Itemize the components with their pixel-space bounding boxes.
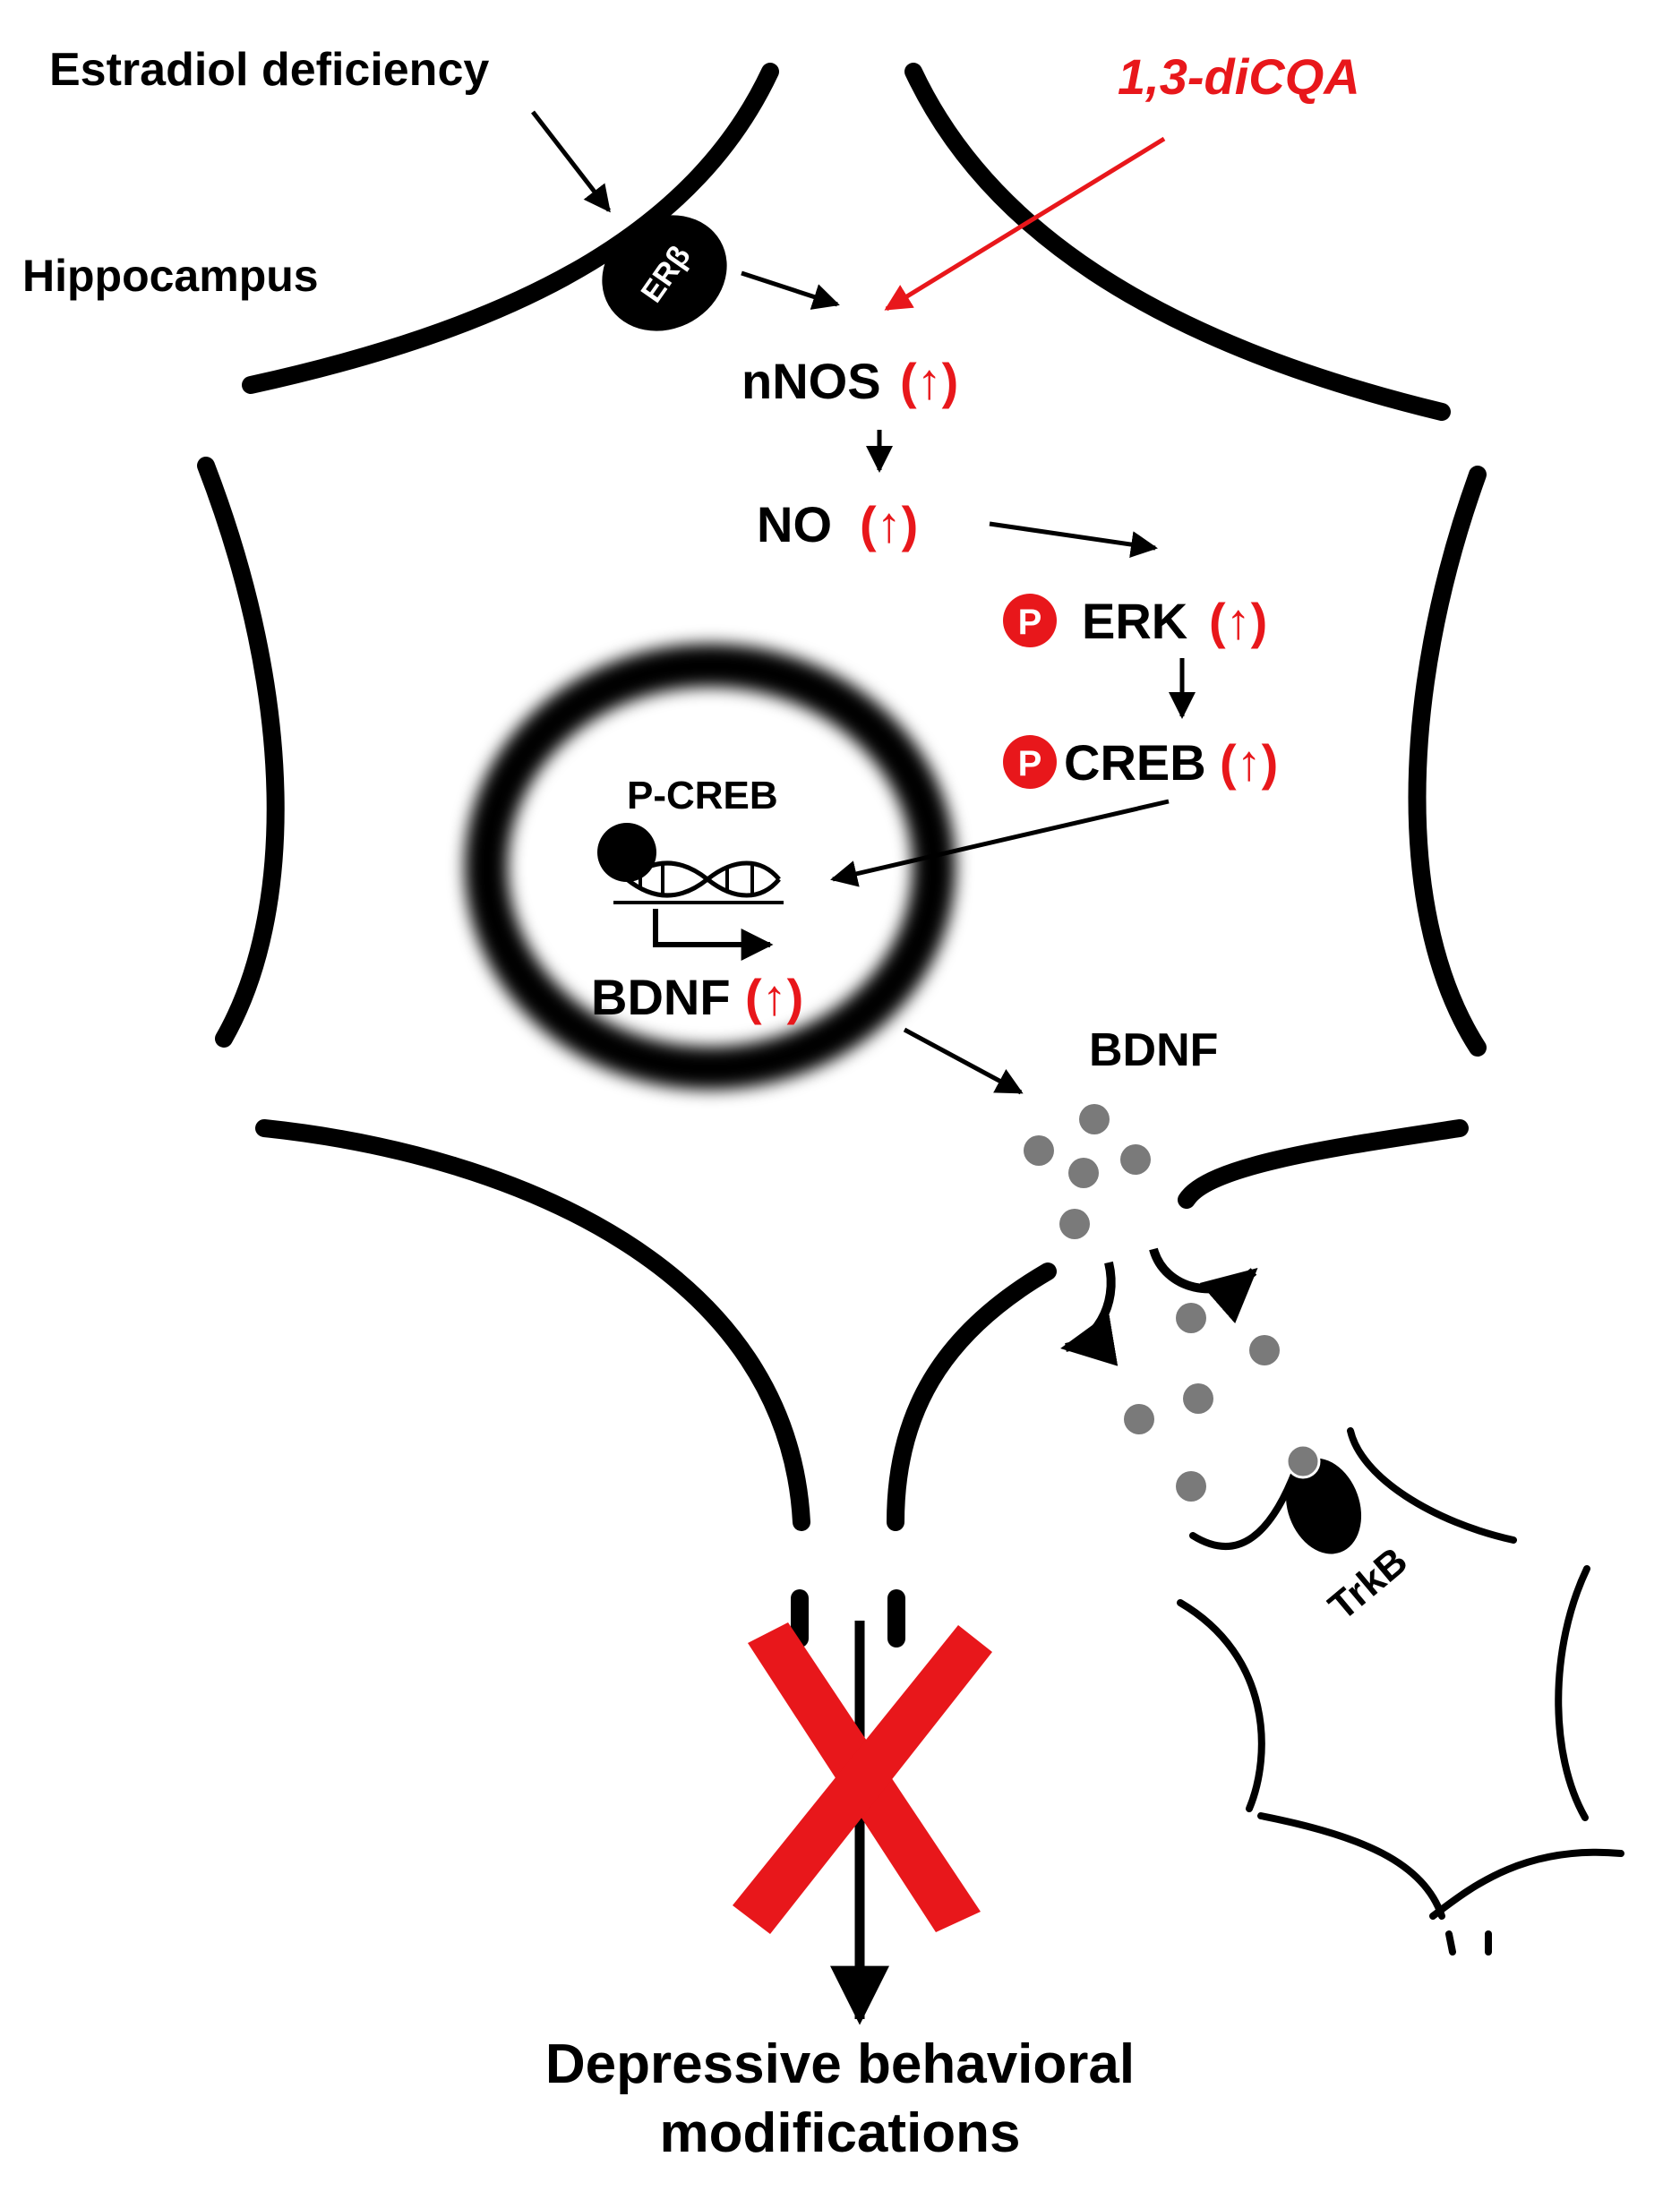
erk-node: P ERK (↑)	[1003, 593, 1267, 649]
nucleus: P-CREB BDNF (↑)	[465, 644, 956, 1090]
drug-label: 1,3-diCQA	[1118, 48, 1360, 105]
phosphate-badge-icon	[1003, 735, 1057, 789]
no-up: (↑)	[860, 496, 918, 552]
creb-to-dna-arrow	[830, 799, 1170, 887]
bdnf-cycle-arrow-right	[1149, 1247, 1258, 1324]
bdnf-nucleus-up: (↑)	[745, 969, 803, 1025]
bdnf-release-arrow	[903, 1027, 1024, 1095]
pcreb-bound-icon	[597, 823, 656, 882]
neuron-membrane	[197, 63, 1487, 1648]
erbeta-to-nnos-arrow	[741, 270, 840, 310]
phospho-label: P	[1018, 744, 1042, 783]
erk-up: (↑)	[1209, 593, 1267, 649]
drug-to-nnos-arrow	[884, 136, 1166, 312]
nnos-up: (↑)	[900, 353, 958, 409]
pcreb-label: P-CREB	[627, 774, 778, 817]
no-to-erk-arrow	[989, 521, 1158, 558]
bdnf-released-label: BDNF	[1089, 1024, 1218, 1076]
creb-node: P CREB (↑)	[1003, 734, 1278, 791]
bdnf-nucleus-label: BDNF	[591, 969, 731, 1025]
phosphate-badge-icon	[1003, 594, 1057, 647]
target-neuron: TrkB	[1177, 1427, 1624, 1956]
dna-helix-icon	[613, 860, 784, 904]
region-label: Hippocampus	[22, 251, 319, 301]
trkb-receptor	[1285, 1458, 1362, 1554]
red-x-icon	[733, 1622, 992, 1934]
outcome-line-2: modifications	[659, 2102, 1020, 2164]
no-label: NO	[757, 496, 832, 552]
er-beta-receptor: ERβ	[602, 215, 727, 331]
no-node: NO (↑)	[757, 496, 918, 552]
phospho-label: P	[1018, 603, 1042, 642]
bdnf-particles	[1024, 1104, 1280, 1502]
creb-label: CREB	[1064, 734, 1206, 791]
bdnf-cycle-arrow-left	[1060, 1261, 1119, 1366]
estradiol-to-erbeta-arrow	[531, 110, 611, 213]
nnos-node: nNOS (↑)	[741, 353, 958, 409]
outcome-line-1: Depressive behavioral	[545, 2033, 1135, 2095]
bound-bdnf-particle	[1285, 1443, 1321, 1479]
creb-up: (↑)	[1220, 734, 1278, 791]
estradiol-label: Estradiol deficiency	[49, 44, 489, 96]
erk-label: ERK	[1082, 593, 1187, 649]
nnos-label: nNOS	[741, 353, 881, 409]
